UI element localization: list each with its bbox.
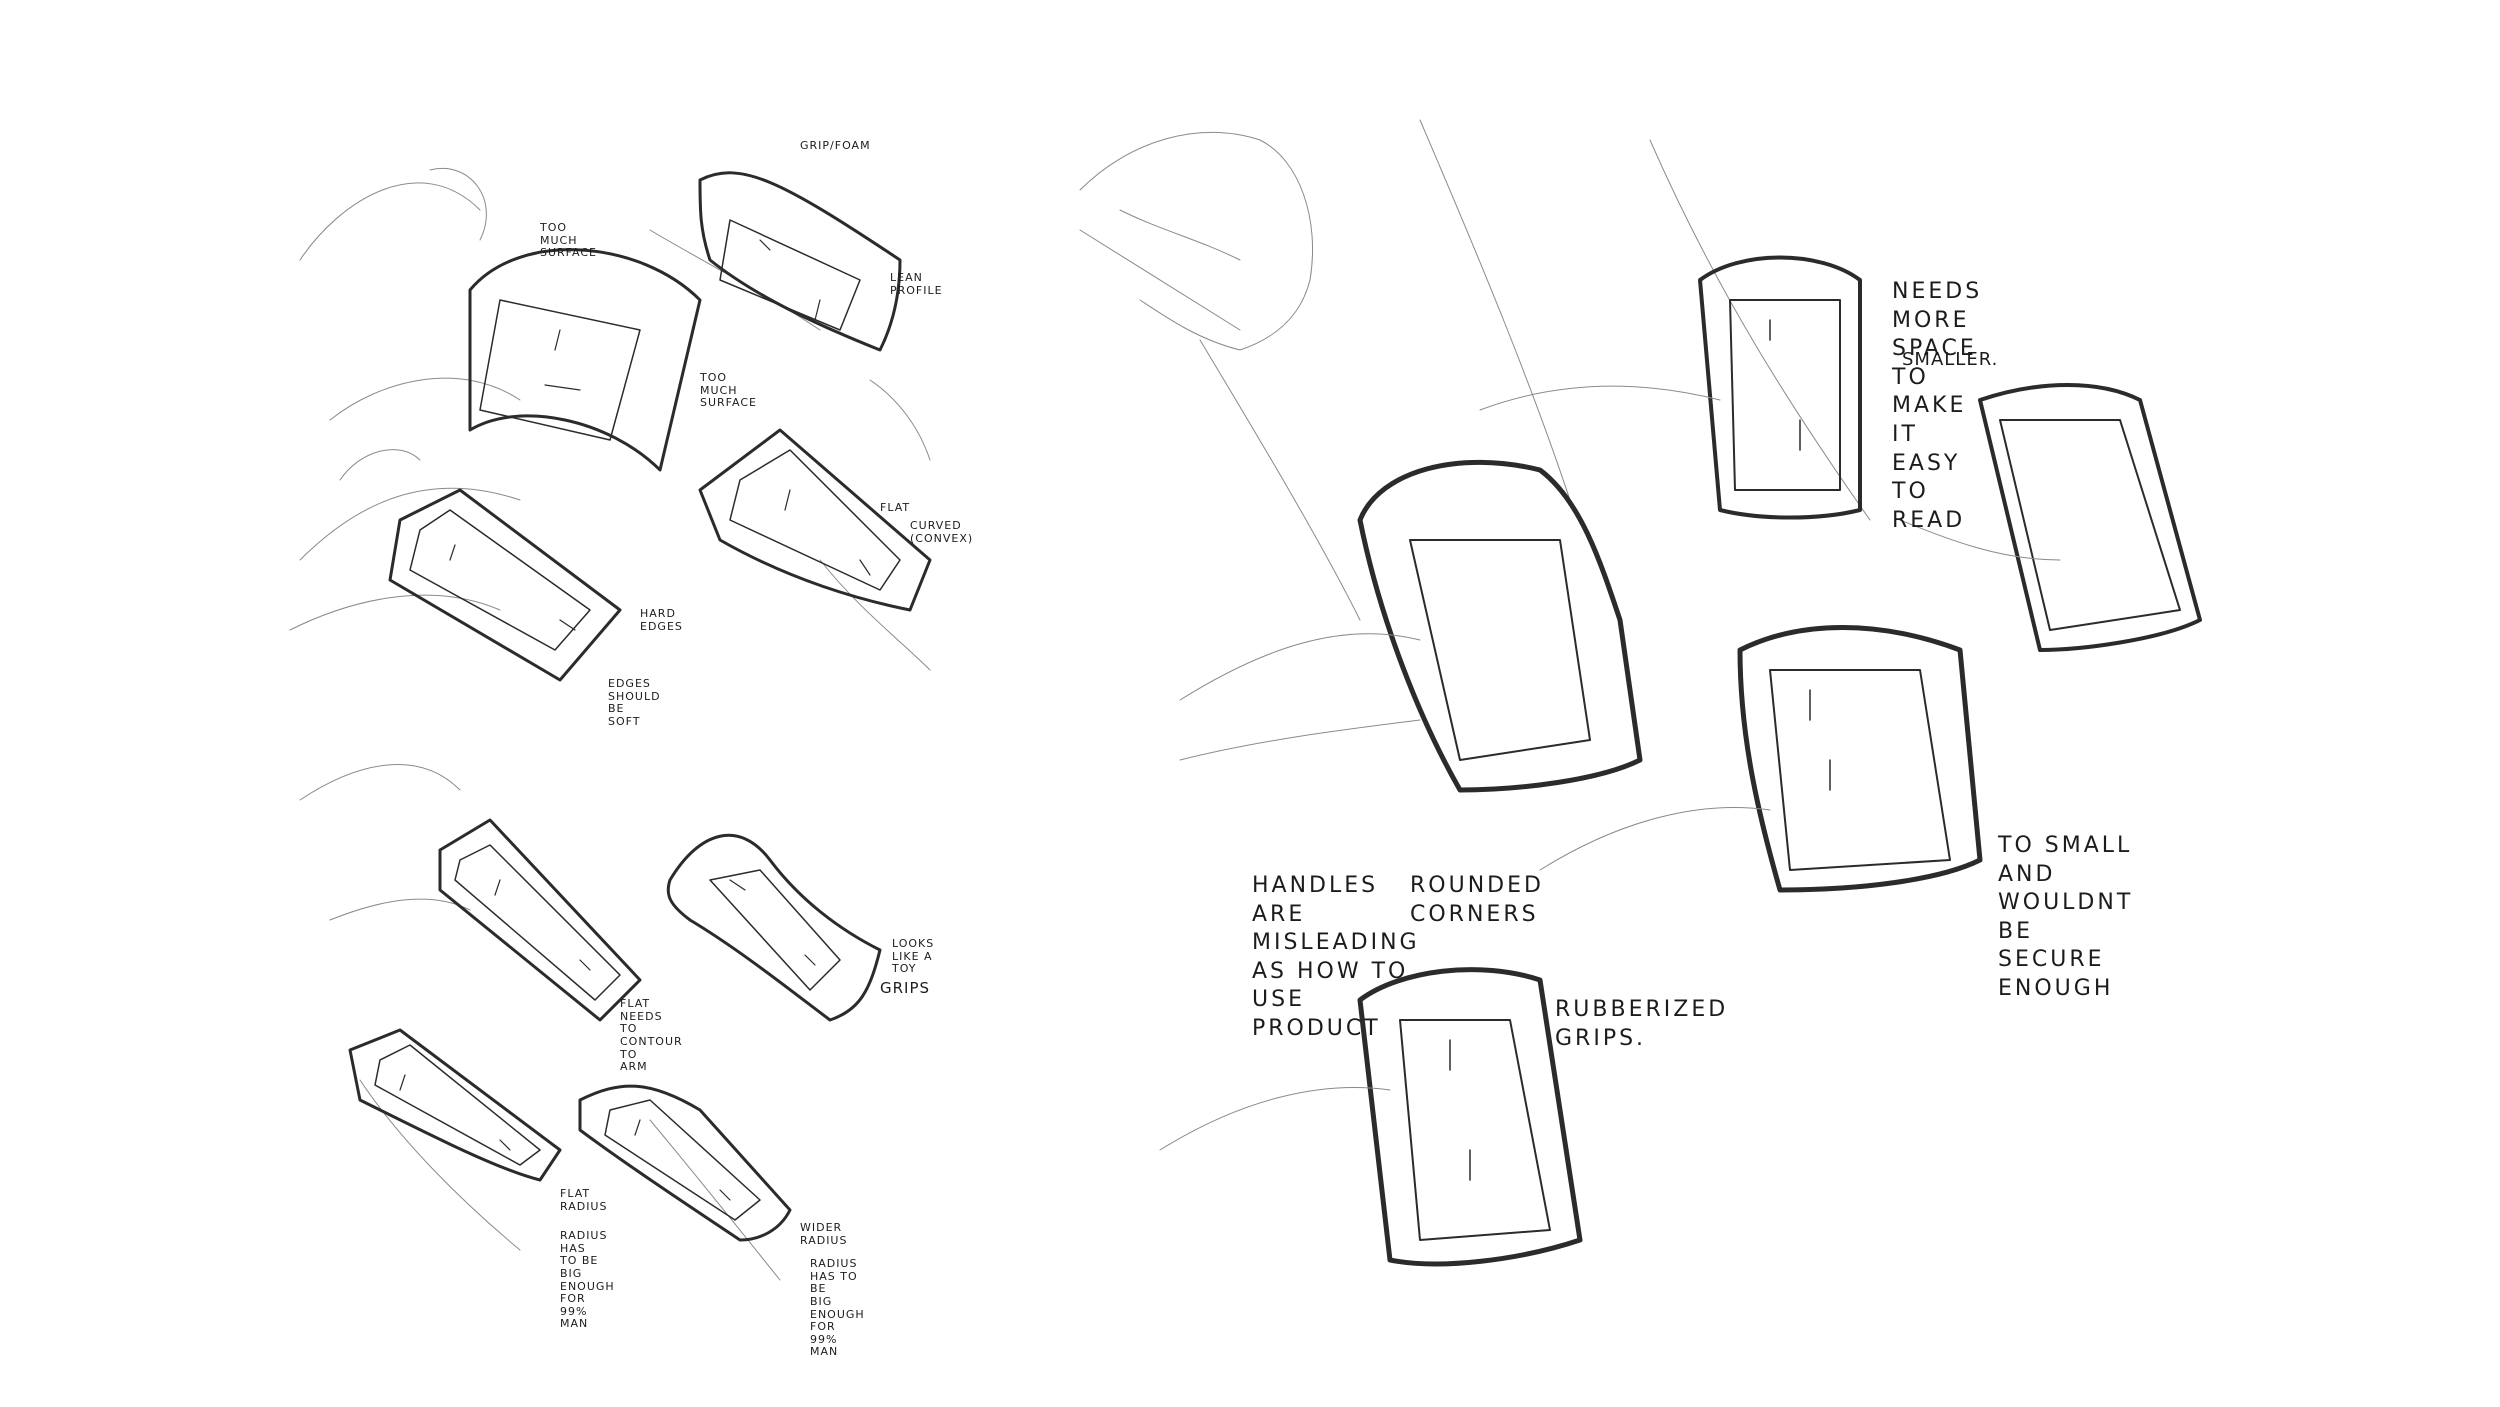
sketch-device-large-5	[1159, 967, 1583, 1267]
note-radius-wider-big: RADIUS HAS TO BE BIG ENOUGH FOR 99% MAN	[810, 1257, 865, 1359]
note-hard-edges: HARD EDGES	[640, 607, 683, 633]
sketch-device-6	[666, 833, 882, 1022]
note-grips: GRIPS	[880, 979, 931, 997]
sketch-figure-head	[1079, 119, 1871, 621]
note-flat-radius: FLAT RADIUS	[560, 1187, 608, 1213]
note-edges-soft: EDGES SHOULD BE SOFT	[608, 677, 661, 728]
note-too-much-surface-mid: TOO MUCH SURFACE	[700, 371, 757, 410]
note-handles-misleading: HANDLES ARE MISLEADING AS HOW TO USE PRO…	[1252, 873, 1420, 1041]
note-smaller: SMALLER.	[1902, 349, 1999, 370]
note-grip-foam: GRIP/FOAM	[800, 139, 871, 152]
sketch-device-1	[299, 168, 702, 561]
note-too-much-surface-top: TOO MUCH SURFACE	[540, 221, 597, 260]
note-looks-like-toy: LOOKS LIKE A TOY	[892, 937, 935, 976]
sketch-device-3	[289, 449, 622, 682]
sketch-device-8	[578, 1084, 792, 1281]
sketch-device-large-2	[1179, 459, 1643, 793]
sketch-device-large-3	[1899, 383, 2202, 652]
note-radius-big-enough: RADIUS HAS TO BE BIG ENOUGH FOR 99% MAN	[560, 1229, 615, 1331]
note-too-small: TO SMALL AND WOULDNT BE SECURE ENOUGH	[1998, 833, 2134, 1001]
note-flat-contour: FLAT NEEDS TO CONTOUR TO ARM	[620, 997, 683, 1074]
note-needs-more-space: NEEDS MORE SPACE TO MAKE IT EASY TO READ	[1892, 279, 1983, 533]
note-rounded-corners: ROUNDED CORNERS	[1410, 873, 1544, 927]
note-rubberized-grips: RUBBERIZED GRIPS.	[1555, 997, 1729, 1051]
sketch-device-7	[348, 1028, 562, 1251]
sketch-device-large-4	[1539, 625, 1983, 893]
note-wider-radius: WIDER RADIUS	[800, 1221, 848, 1247]
note-flat: FLAT	[880, 501, 911, 514]
sketch-device-5	[299, 764, 642, 1022]
sketch-device-4	[698, 428, 932, 671]
note-lean-profile: LEAN PROFILE	[890, 271, 943, 297]
sketch-device-large-1	[1479, 255, 1862, 520]
sketch-device-2	[649, 171, 931, 461]
note-curved-convex: CURVED (CONVEX)	[910, 519, 974, 545]
